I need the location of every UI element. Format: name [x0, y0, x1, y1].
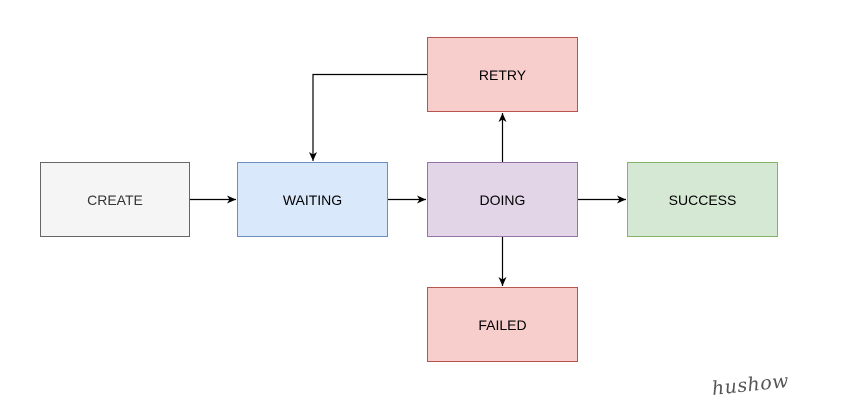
node-success: SUCCESS [627, 162, 778, 237]
node-create-label: CREATE [87, 191, 143, 208]
node-success-label: SUCCESS [668, 191, 737, 208]
edge-retry-to-waiting [309, 73, 427, 161]
node-waiting: WAITING [237, 162, 388, 237]
node-failed: FAILED [427, 287, 578, 362]
node-waiting-label: WAITING [282, 191, 343, 208]
node-doing: DOING [427, 162, 578, 237]
node-retry-label: RETRY [478, 66, 527, 83]
node-retry: RETRY [427, 37, 578, 112]
node-doing-label: DOING [479, 191, 526, 208]
node-failed-label: FAILED [478, 316, 527, 333]
node-create: CREATE [40, 162, 190, 237]
